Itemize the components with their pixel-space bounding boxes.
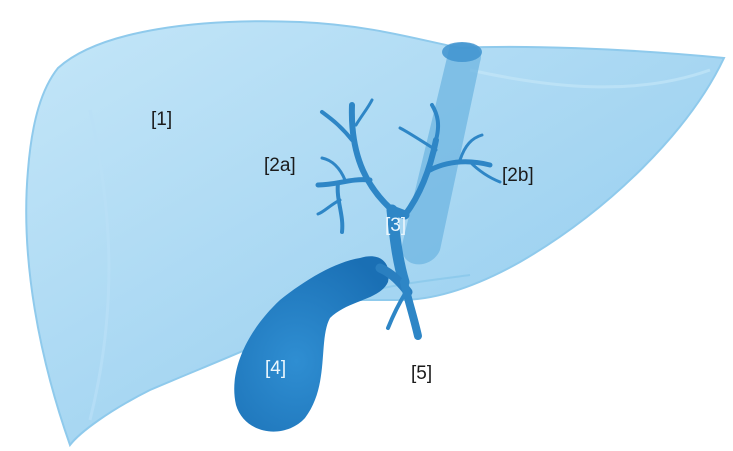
label-common-hepatic-duct: [3]	[385, 216, 406, 235]
label-left-hepatic-duct: [2a]	[264, 156, 296, 175]
label-gallbladder: [4]	[265, 359, 286, 378]
label-right-hepatic-duct: [2b]	[502, 166, 534, 185]
label-common-bile-duct: [5]	[411, 364, 432, 383]
label-liver: [1]	[151, 110, 172, 129]
liver-shape	[26, 21, 724, 445]
vena-cava-top	[442, 42, 482, 62]
